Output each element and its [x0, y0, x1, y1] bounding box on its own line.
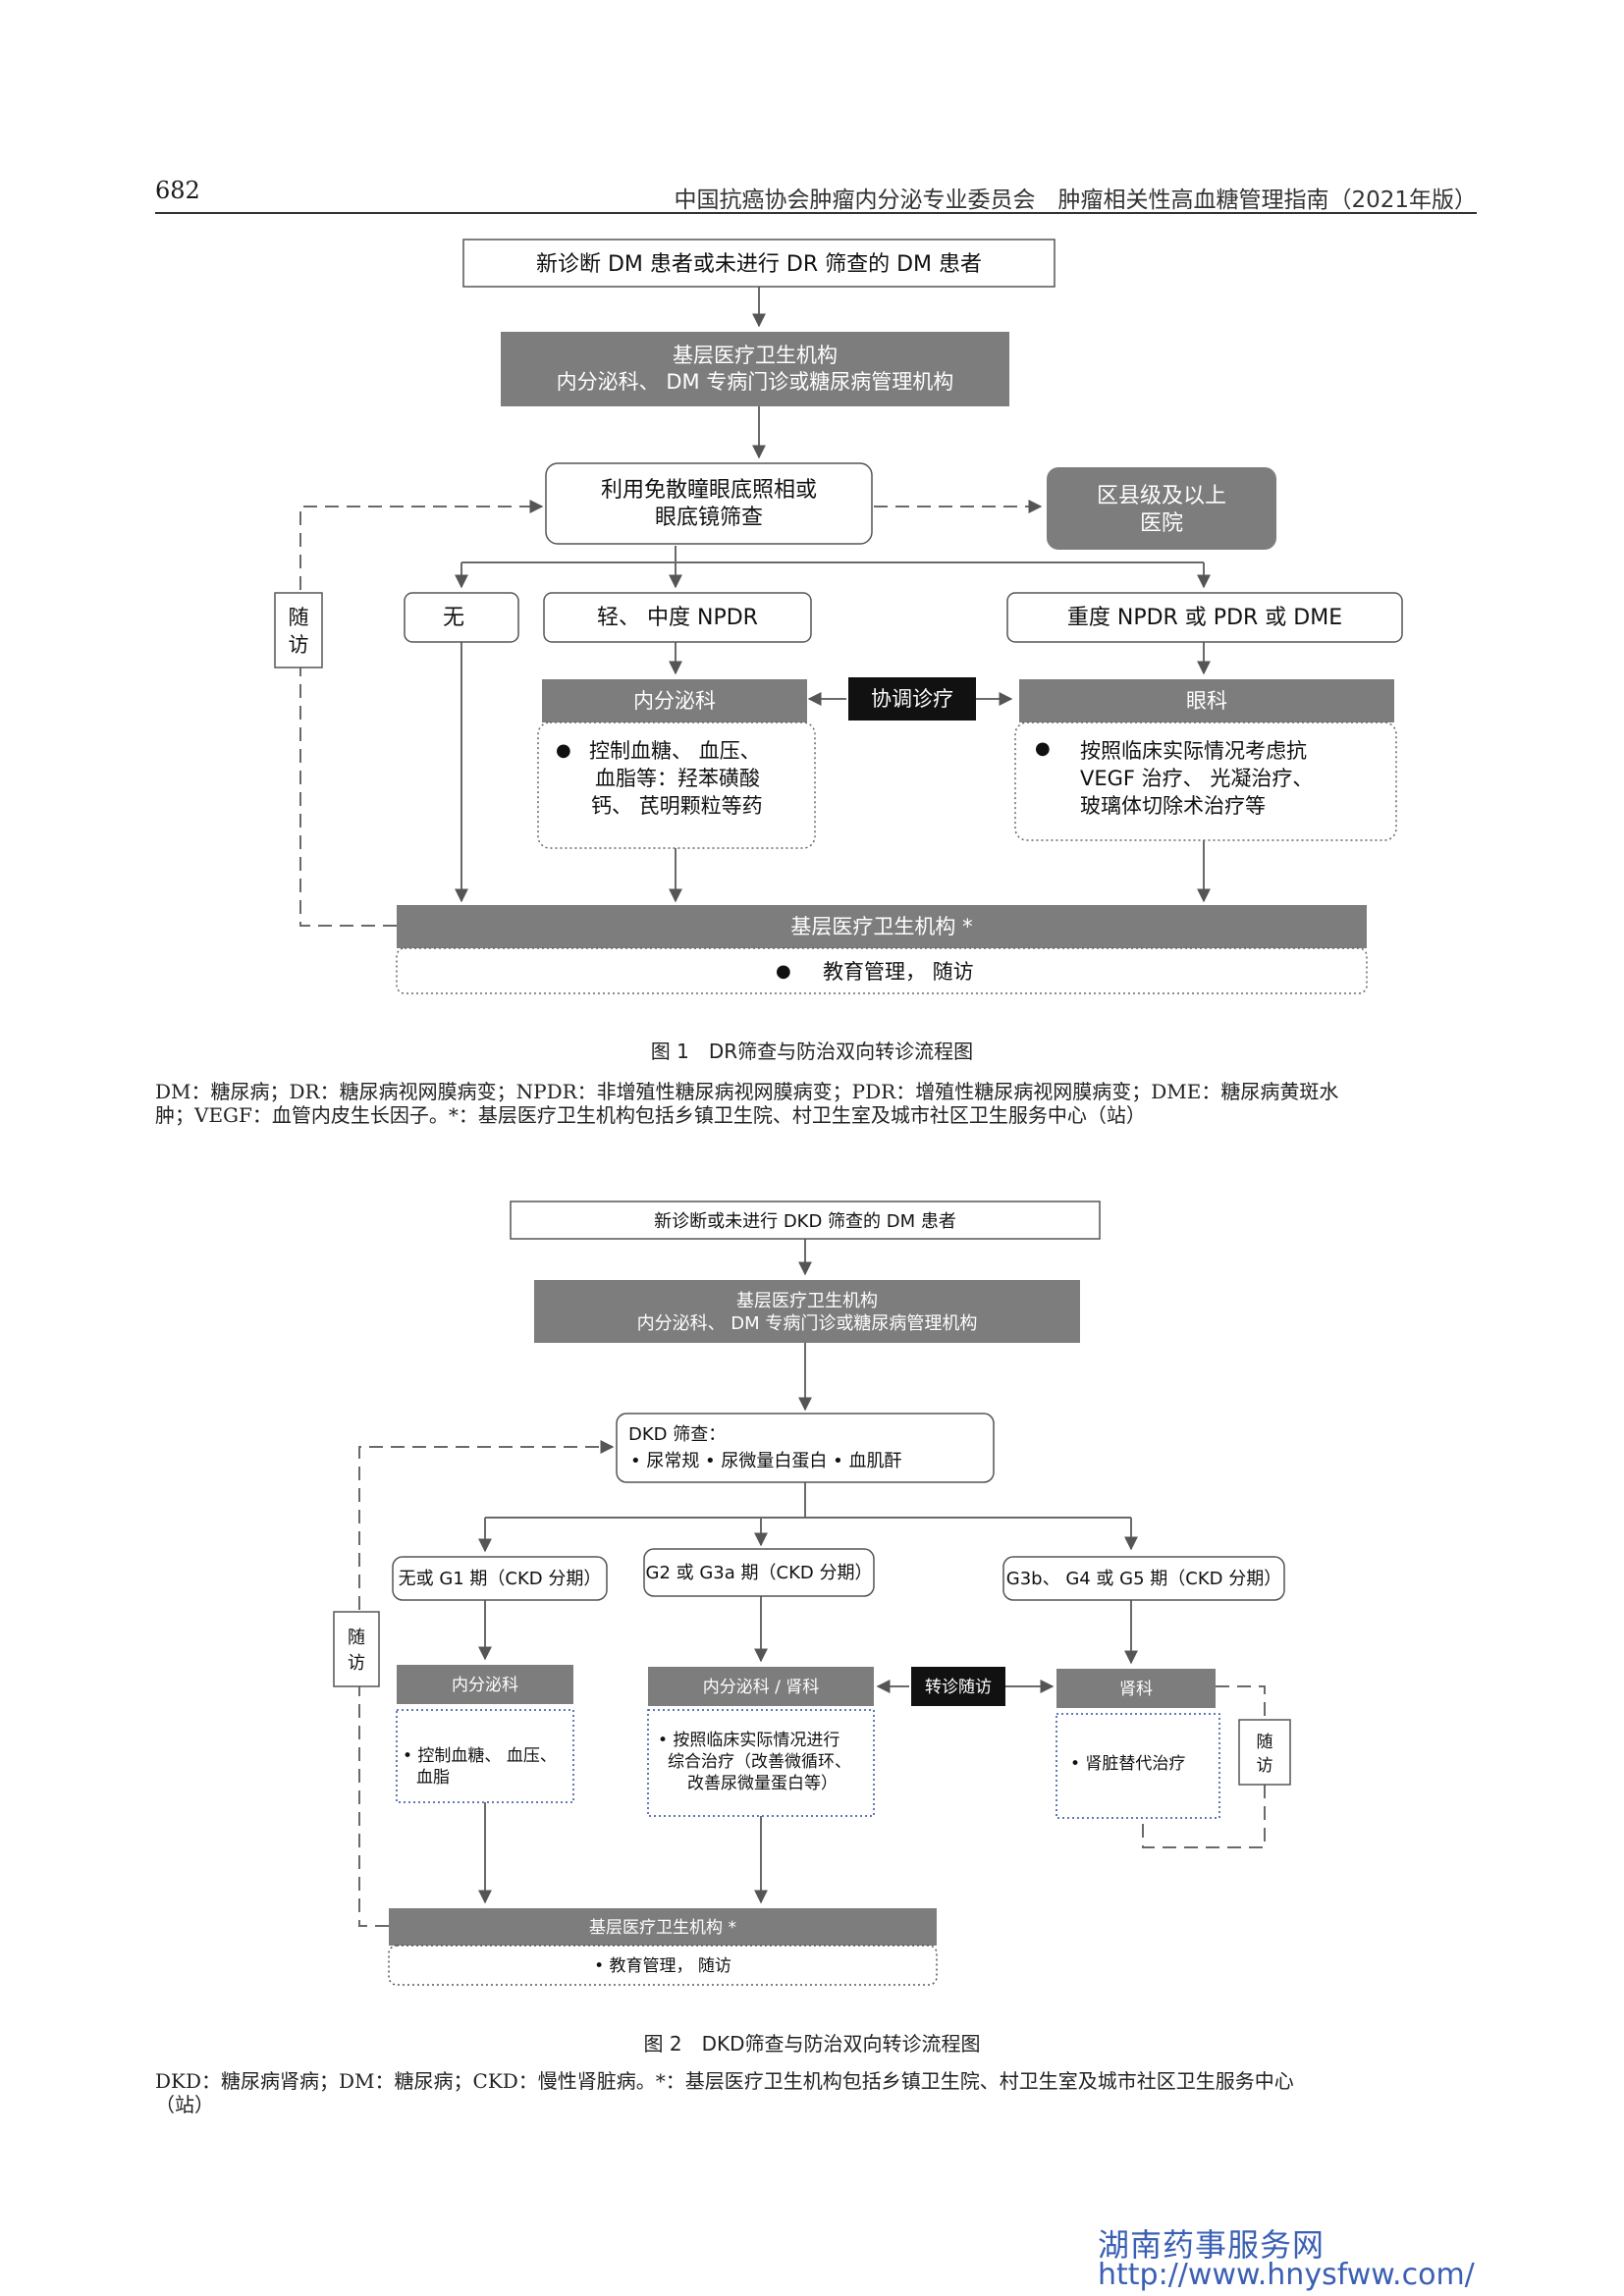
fig1-hospital-box	[1047, 467, 1276, 550]
fig2-bottom-text: • 教育管理， 随访	[594, 1956, 731, 1976]
fig2-endo-header	[397, 1665, 573, 1704]
fig2-referral-box	[911, 1667, 1005, 1706]
figure-2-caption: 图 2 DKD筛查与防治双向转诊流程图	[643, 2032, 981, 2056]
fig2-g1-text: 无或 G1 期（CKD 分期）	[399, 1569, 602, 1589]
fig2-primary-line1: 基层医疗卫生机构	[736, 1291, 878, 1311]
fig2-screening-items: • 尿常规 • 尿微量白蛋白 • 血肌酐	[630, 1451, 901, 1471]
fig1-eye-title: 眼科	[1186, 689, 1227, 713]
fig2-primary-box	[534, 1280, 1080, 1343]
fig1-mild-text: 轻、 中度 NPDR	[597, 606, 758, 630]
fig1-hospital-line2: 医院	[1140, 511, 1183, 536]
fig1-endo-line2: 血脂等：羟苯磺酸	[595, 767, 760, 790]
fig1-hospital-line1: 区县级及以上	[1097, 484, 1226, 508]
fig2-endo-line1: • 控制血糖、 血压、	[403, 1746, 557, 1766]
fig2-referral-text: 转诊随访	[925, 1678, 992, 1697]
fig1-endo-line3: 钙、 芪明颗粒等药	[591, 794, 763, 818]
fig2-endo-nephro-title: 内分泌科 / 肾科	[703, 1678, 820, 1697]
fig2-bottom-header	[389, 1908, 937, 1946]
fig1-eye-bullet: ●	[1035, 738, 1051, 759]
figure-2-flowchart: 新诊断或未进行 DKD 筛查的 DM 患者 基层医疗卫生机构 内分泌科、 DM …	[333, 1201, 1291, 1986]
fig1-mild-box	[543, 592, 812, 643]
fig1-bottom-bullet: ●	[776, 961, 791, 982]
fig2-endo-nephro-header	[648, 1667, 874, 1706]
figure-1-flowchart: 新诊断 DM 患者或未进行 DR 筛查的 DM 患者 基层医疗卫生机构 内分泌科…	[274, 239, 1403, 994]
fig2-nephro-header	[1056, 1669, 1216, 1708]
fig2-mid-line1: • 按照临床实际情况进行	[658, 1731, 839, 1750]
fig1-followup-char1: 随	[289, 606, 309, 629]
running-title: 中国抗癌协会肿瘤内分泌专业委员会 肿瘤相关性高血糖管理指南（2021年版）	[674, 187, 1477, 213]
fig2-endo-line2: 血脂	[416, 1768, 450, 1788]
fig2-nephro-title: 肾科	[1119, 1680, 1153, 1699]
fig1-bottom-body	[396, 947, 1368, 994]
fig1-primary-box	[501, 332, 1009, 406]
watermark-site-name: 湖南药事服务网	[1098, 2226, 1326, 2264]
fig1-eye-line1: 按照临床实际情况考虑抗	[1080, 739, 1307, 763]
fig1-eye-line2: VEGF 治疗、 光凝治疗、	[1080, 767, 1313, 790]
header-rule	[155, 212, 1477, 214]
fig2-g3-box	[1002, 1556, 1285, 1601]
fig2-mid-body	[647, 1709, 875, 1817]
fig2-followup-char1: 随	[348, 1628, 365, 1648]
fig2-followup-box	[333, 1611, 380, 1687]
fig1-start-box	[462, 239, 1056, 288]
fig2-followup-right-char1: 随	[1257, 1733, 1273, 1752]
fig1-bottom-text: 教育管理， 随访	[823, 960, 974, 984]
fig2-start-text: 新诊断或未进行 DKD 筛查的 DM 患者	[654, 1211, 956, 1232]
fig2-mid-line3: 改善尿微量蛋白等）	[687, 1774, 838, 1793]
fig1-severe-text: 重度 NPDR 或 PDR 或 DME	[1067, 606, 1342, 630]
fig2-endo-title: 内分泌科	[452, 1676, 518, 1695]
fig1-eye-header	[1019, 679, 1394, 722]
fig2-followup-right-box	[1238, 1719, 1291, 1786]
figure-1-caption: 图 1 DR筛查与防治双向转诊流程图	[650, 1040, 974, 1063]
page-number: 682	[155, 177, 200, 204]
fig2-g2-text: G2 或 G3a 期（CKD 分期）	[646, 1563, 873, 1583]
fig2-primary-line2: 内分泌科、 DM 专病门诊或糖尿病管理机构	[637, 1313, 978, 1334]
fig2-followup-char2: 访	[348, 1653, 365, 1674]
watermark-url[interactable]: http://www.hnysfww.com/	[1098, 2258, 1475, 2292]
figure-2-notes-line2: （站）	[155, 2093, 214, 2116]
fig2-mid-line2: 综合治疗（改善微循环、	[668, 1752, 851, 1772]
fig1-none-text: 无	[443, 606, 464, 630]
fig2-g3-text: G3b、 G4 或 G5 期（CKD 分期）	[1006, 1569, 1281, 1589]
fig2-g2-box	[643, 1548, 875, 1597]
fig1-endo-title: 内分泌科	[633, 689, 716, 713]
fig2-g1-box	[392, 1556, 608, 1601]
figure-1-notes: DM：糖尿病；DR：糖尿病视网膜病变；NPDR：非增殖性糖尿病视网膜病变；PDR…	[155, 1080, 1481, 1127]
fig1-screening-line1: 利用免散瞳眼底照相或	[601, 478, 817, 503]
fig1-eye-body	[1014, 721, 1397, 841]
figure-2-notes: DKD：糖尿病肾病；DM：糖尿病；CKD：慢性肾脏病。*：基层医疗卫生机构包括乡…	[155, 2069, 1481, 2116]
figure-1-notes-line1: DM：糖尿病；DR：糖尿病视网膜病变；NPDR：非增殖性糖尿病视网膜病变；PDR…	[155, 1080, 1339, 1103]
fig1-endo-bullet: ●	[556, 740, 571, 761]
fig1-followup-char2: 访	[289, 633, 309, 657]
fig1-primary-line2: 内分泌科、 DM 专病门诊或糖尿病管理机构	[557, 370, 954, 394]
fig1-bottom-title: 基层医疗卫生机构 *	[790, 915, 972, 938]
fig2-bottom-title: 基层医疗卫生机构 *	[589, 1918, 736, 1938]
fig1-coord-box	[848, 677, 976, 721]
fig1-endo-body	[537, 721, 816, 849]
fig1-screening-line2: 眼底镜筛查	[655, 506, 763, 530]
fig2-nephro-line1: • 肾脏替代治疗	[1070, 1754, 1185, 1774]
fig1-severe-box	[1006, 592, 1403, 643]
fig1-followup-box	[274, 592, 323, 668]
fig1-bottom-header	[397, 905, 1367, 948]
fig2-screening-title: DKD 筛查：	[628, 1424, 726, 1445]
fig1-primary-line1: 基层医疗卫生机构	[673, 344, 838, 367]
fig1-eye-line3: 玻璃体切除术治疗等	[1080, 794, 1266, 818]
figure-1-notes-line2: 肿；VEGF：血管内皮生长因子。*：基层医疗卫生机构包括乡镇卫生院、村卫生室及城…	[155, 1103, 1146, 1127]
fig2-screening-box	[616, 1413, 995, 1483]
fig1-screening-box	[545, 462, 873, 545]
fig2-nephro-body	[1056, 1713, 1220, 1819]
fig2-followup-right-char2: 访	[1257, 1756, 1273, 1776]
figure-2-notes-line1: DKD：糖尿病肾病；DM：糖尿病；CKD：慢性肾脏病。*：基层医疗卫生机构包括乡…	[155, 2069, 1294, 2093]
fig2-endo-body	[396, 1709, 574, 1803]
fig1-start-text: 新诊断 DM 患者或未进行 DR 筛查的 DM 患者	[536, 252, 982, 277]
fig2-start-box	[510, 1201, 1101, 1240]
fig1-endo-line1: 控制血糖、 血压、	[589, 739, 761, 763]
fig1-none-box	[404, 592, 519, 643]
fig1-coord-text: 协调诊疗	[871, 687, 953, 711]
fig2-bottom-body	[388, 1945, 938, 1986]
fig1-endo-header	[542, 679, 807, 722]
